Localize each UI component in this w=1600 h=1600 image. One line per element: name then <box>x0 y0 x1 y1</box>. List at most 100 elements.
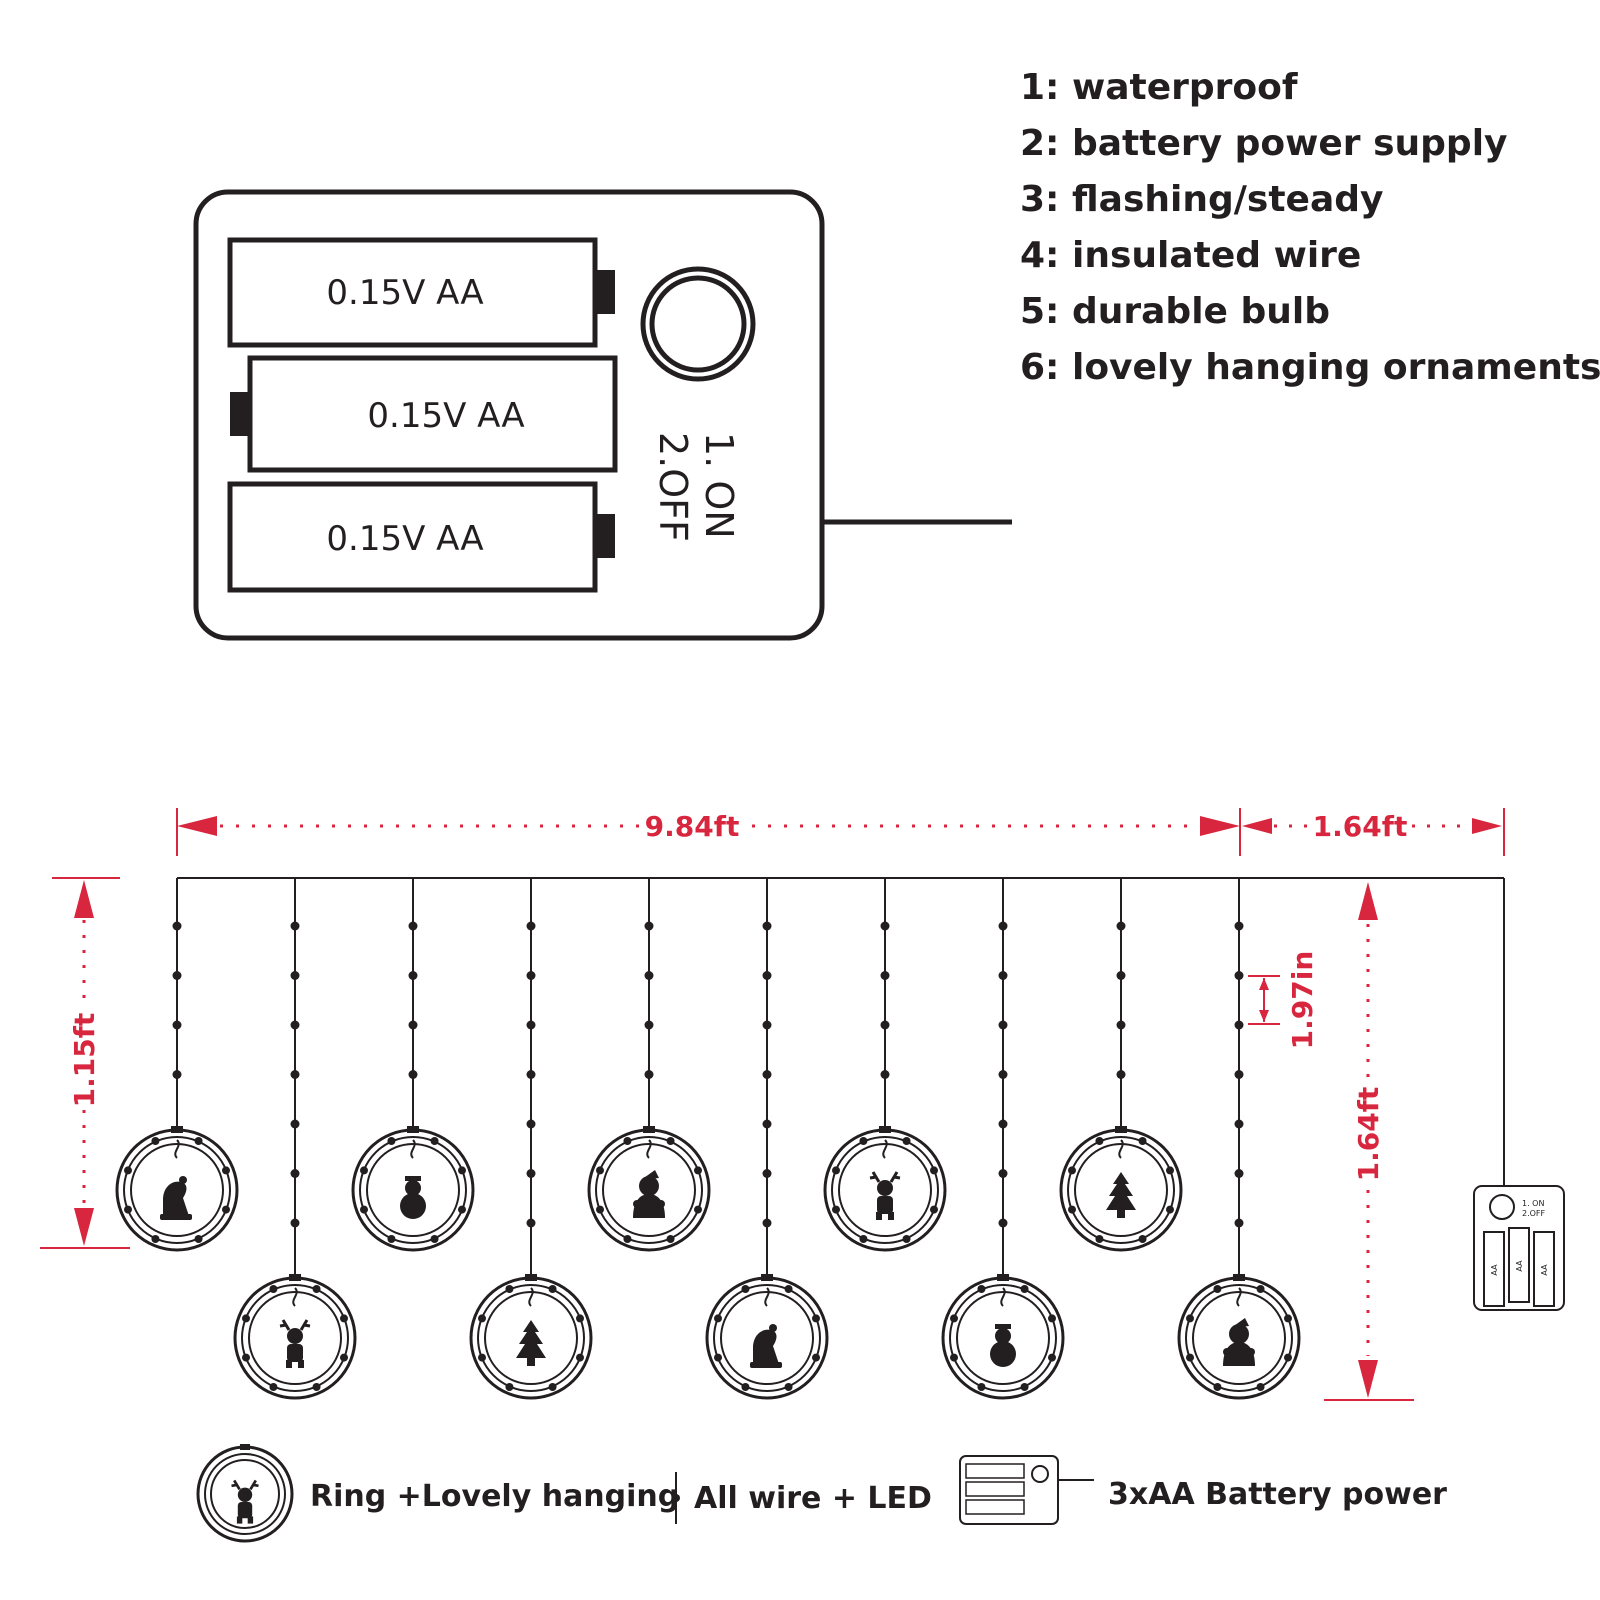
battery-cell-label: 0.15V AA <box>326 273 483 313</box>
santa-icon <box>1223 1318 1255 1366</box>
lead-wire-dimension-label: 1.64ft <box>1313 810 1408 843</box>
led-bulb <box>526 921 536 931</box>
led-bulb <box>998 1119 1008 1129</box>
led-bulb <box>172 1070 182 1079</box>
ring-ornament <box>705 1274 829 1400</box>
led-bulb <box>998 1169 1008 1178</box>
led-bulb <box>290 1169 300 1178</box>
led-bulb <box>1116 1020 1126 1030</box>
switch-label-on: 1. ON <box>697 432 741 539</box>
snowman-icon <box>990 1324 1016 1367</box>
legend-battery-icon <box>959 1455 1094 1525</box>
led-bulb <box>762 1119 772 1129</box>
ring-ornament <box>1059 1126 1183 1252</box>
led-bulb <box>1116 921 1126 931</box>
led-bulb <box>880 921 890 931</box>
feature-item: 5: durable bulb <box>1020 291 1330 332</box>
led-bulb <box>998 971 1008 980</box>
small-box-switch-on: 1. ON <box>1522 1199 1544 1208</box>
snowman-icon <box>400 1176 426 1219</box>
battery-cell-label: 0.15V AA <box>367 396 524 436</box>
led-bulb <box>880 1070 890 1079</box>
led-bulb <box>172 971 182 980</box>
led-bulb <box>1116 1070 1126 1079</box>
legend-wire-label: All wire + LED <box>694 1481 932 1516</box>
ring-ornament <box>1177 1274 1301 1400</box>
led-bulb <box>526 1020 536 1030</box>
led-bulb <box>526 1070 536 1079</box>
switch-label-off: 2.OFF <box>651 432 695 542</box>
legend-battery-label: 3xAA Battery power <box>1108 1477 1447 1512</box>
reindeer-icon <box>868 1170 902 1222</box>
led-bulb <box>644 1070 654 1079</box>
led-bulb <box>408 971 418 980</box>
led-bulb <box>290 1218 300 1228</box>
battery-box-outline <box>193 189 825 641</box>
long-drop-dimension-label: 1.64ft <box>1352 1087 1385 1182</box>
ring-ornament <box>823 1126 947 1252</box>
led-bulb <box>290 1070 300 1079</box>
led-bulb <box>1234 921 1244 931</box>
led-bulb <box>290 1020 300 1030</box>
legend-wire-icon <box>672 1472 680 1524</box>
led-bulb <box>1234 1119 1244 1129</box>
led-bulb <box>526 1119 536 1129</box>
led-bulb <box>408 1020 418 1030</box>
led-bulb <box>526 971 536 980</box>
ring-ornament <box>115 1126 239 1252</box>
led-bulb <box>762 921 772 931</box>
christmas-tree-icon <box>1106 1172 1136 1218</box>
small-box-switch-off: 2.OFF <box>1522 1209 1546 1218</box>
short-drop-dimension: 1.15ft <box>40 877 130 1249</box>
long-drop-dimension: 1.64ft <box>1324 877 1414 1401</box>
small-box-cell-label: AA <box>1515 1260 1524 1272</box>
battery-cell-label: 0.15V AA <box>326 519 483 559</box>
led-bulb <box>1116 971 1126 980</box>
light-string <box>115 877 1505 1400</box>
led-bulb <box>172 1020 182 1030</box>
ring-ornament <box>587 1126 711 1252</box>
feature-item: 1: waterproof <box>1020 67 1298 108</box>
led-bulb <box>998 1070 1008 1079</box>
led-bulb <box>1234 1169 1244 1178</box>
power-switch-button[interactable] <box>640 266 756 382</box>
feature-item: 4: insulated wire <box>1020 235 1362 276</box>
led-bulb <box>408 921 418 931</box>
feature-list: 1: waterproof 2: battery power supply 3:… <box>1020 60 1600 396</box>
led-bulb <box>408 1070 418 1079</box>
led-bulb <box>998 1020 1008 1030</box>
led-bulb <box>644 971 654 980</box>
legend: Ring +Lovely hanging All wire + LED 3xAA… <box>196 1444 1447 1543</box>
led-bulb <box>880 971 890 980</box>
led-bulb <box>290 1119 300 1129</box>
led-bulb <box>762 1070 772 1079</box>
feature-item: 6: lovely hanging ornaments. <box>1020 347 1600 388</box>
led-bulb <box>998 1218 1008 1228</box>
small-box-cell-label: AA <box>1540 1264 1549 1276</box>
reindeer-icon <box>278 1318 312 1370</box>
santa-hat-icon <box>750 1324 782 1368</box>
battery-cell: 0.15V AA <box>230 355 618 473</box>
led-bulb <box>644 921 654 931</box>
santa-icon <box>633 1170 665 1218</box>
led-bulb <box>880 1020 890 1030</box>
ring-ornament <box>941 1274 1065 1400</box>
legend-ring-label: Ring +Lovely hanging <box>310 1479 679 1514</box>
led-bulb <box>290 971 300 980</box>
battery-cell: 0.15V AA <box>227 481 615 593</box>
led-bulb <box>1234 1070 1244 1079</box>
led-bulb <box>1234 1218 1244 1228</box>
led-bulb <box>526 1169 536 1178</box>
short-drop-dimension-label: 1.15ft <box>68 1013 101 1108</box>
led-bulb <box>1234 1020 1244 1030</box>
battery-cell: 0.15V AA <box>227 237 615 348</box>
width-dimension: 9.84ft 1.64ft <box>176 808 1505 856</box>
led-bulb <box>1234 971 1244 980</box>
led-bulb <box>290 921 300 931</box>
ring-ornament <box>233 1274 357 1400</box>
led-bulb <box>762 1218 772 1228</box>
ring-ornament <box>469 1274 593 1400</box>
bulb-spacing-dimension-label: 1.97in <box>1286 951 1319 1050</box>
led-bulb <box>762 971 772 980</box>
